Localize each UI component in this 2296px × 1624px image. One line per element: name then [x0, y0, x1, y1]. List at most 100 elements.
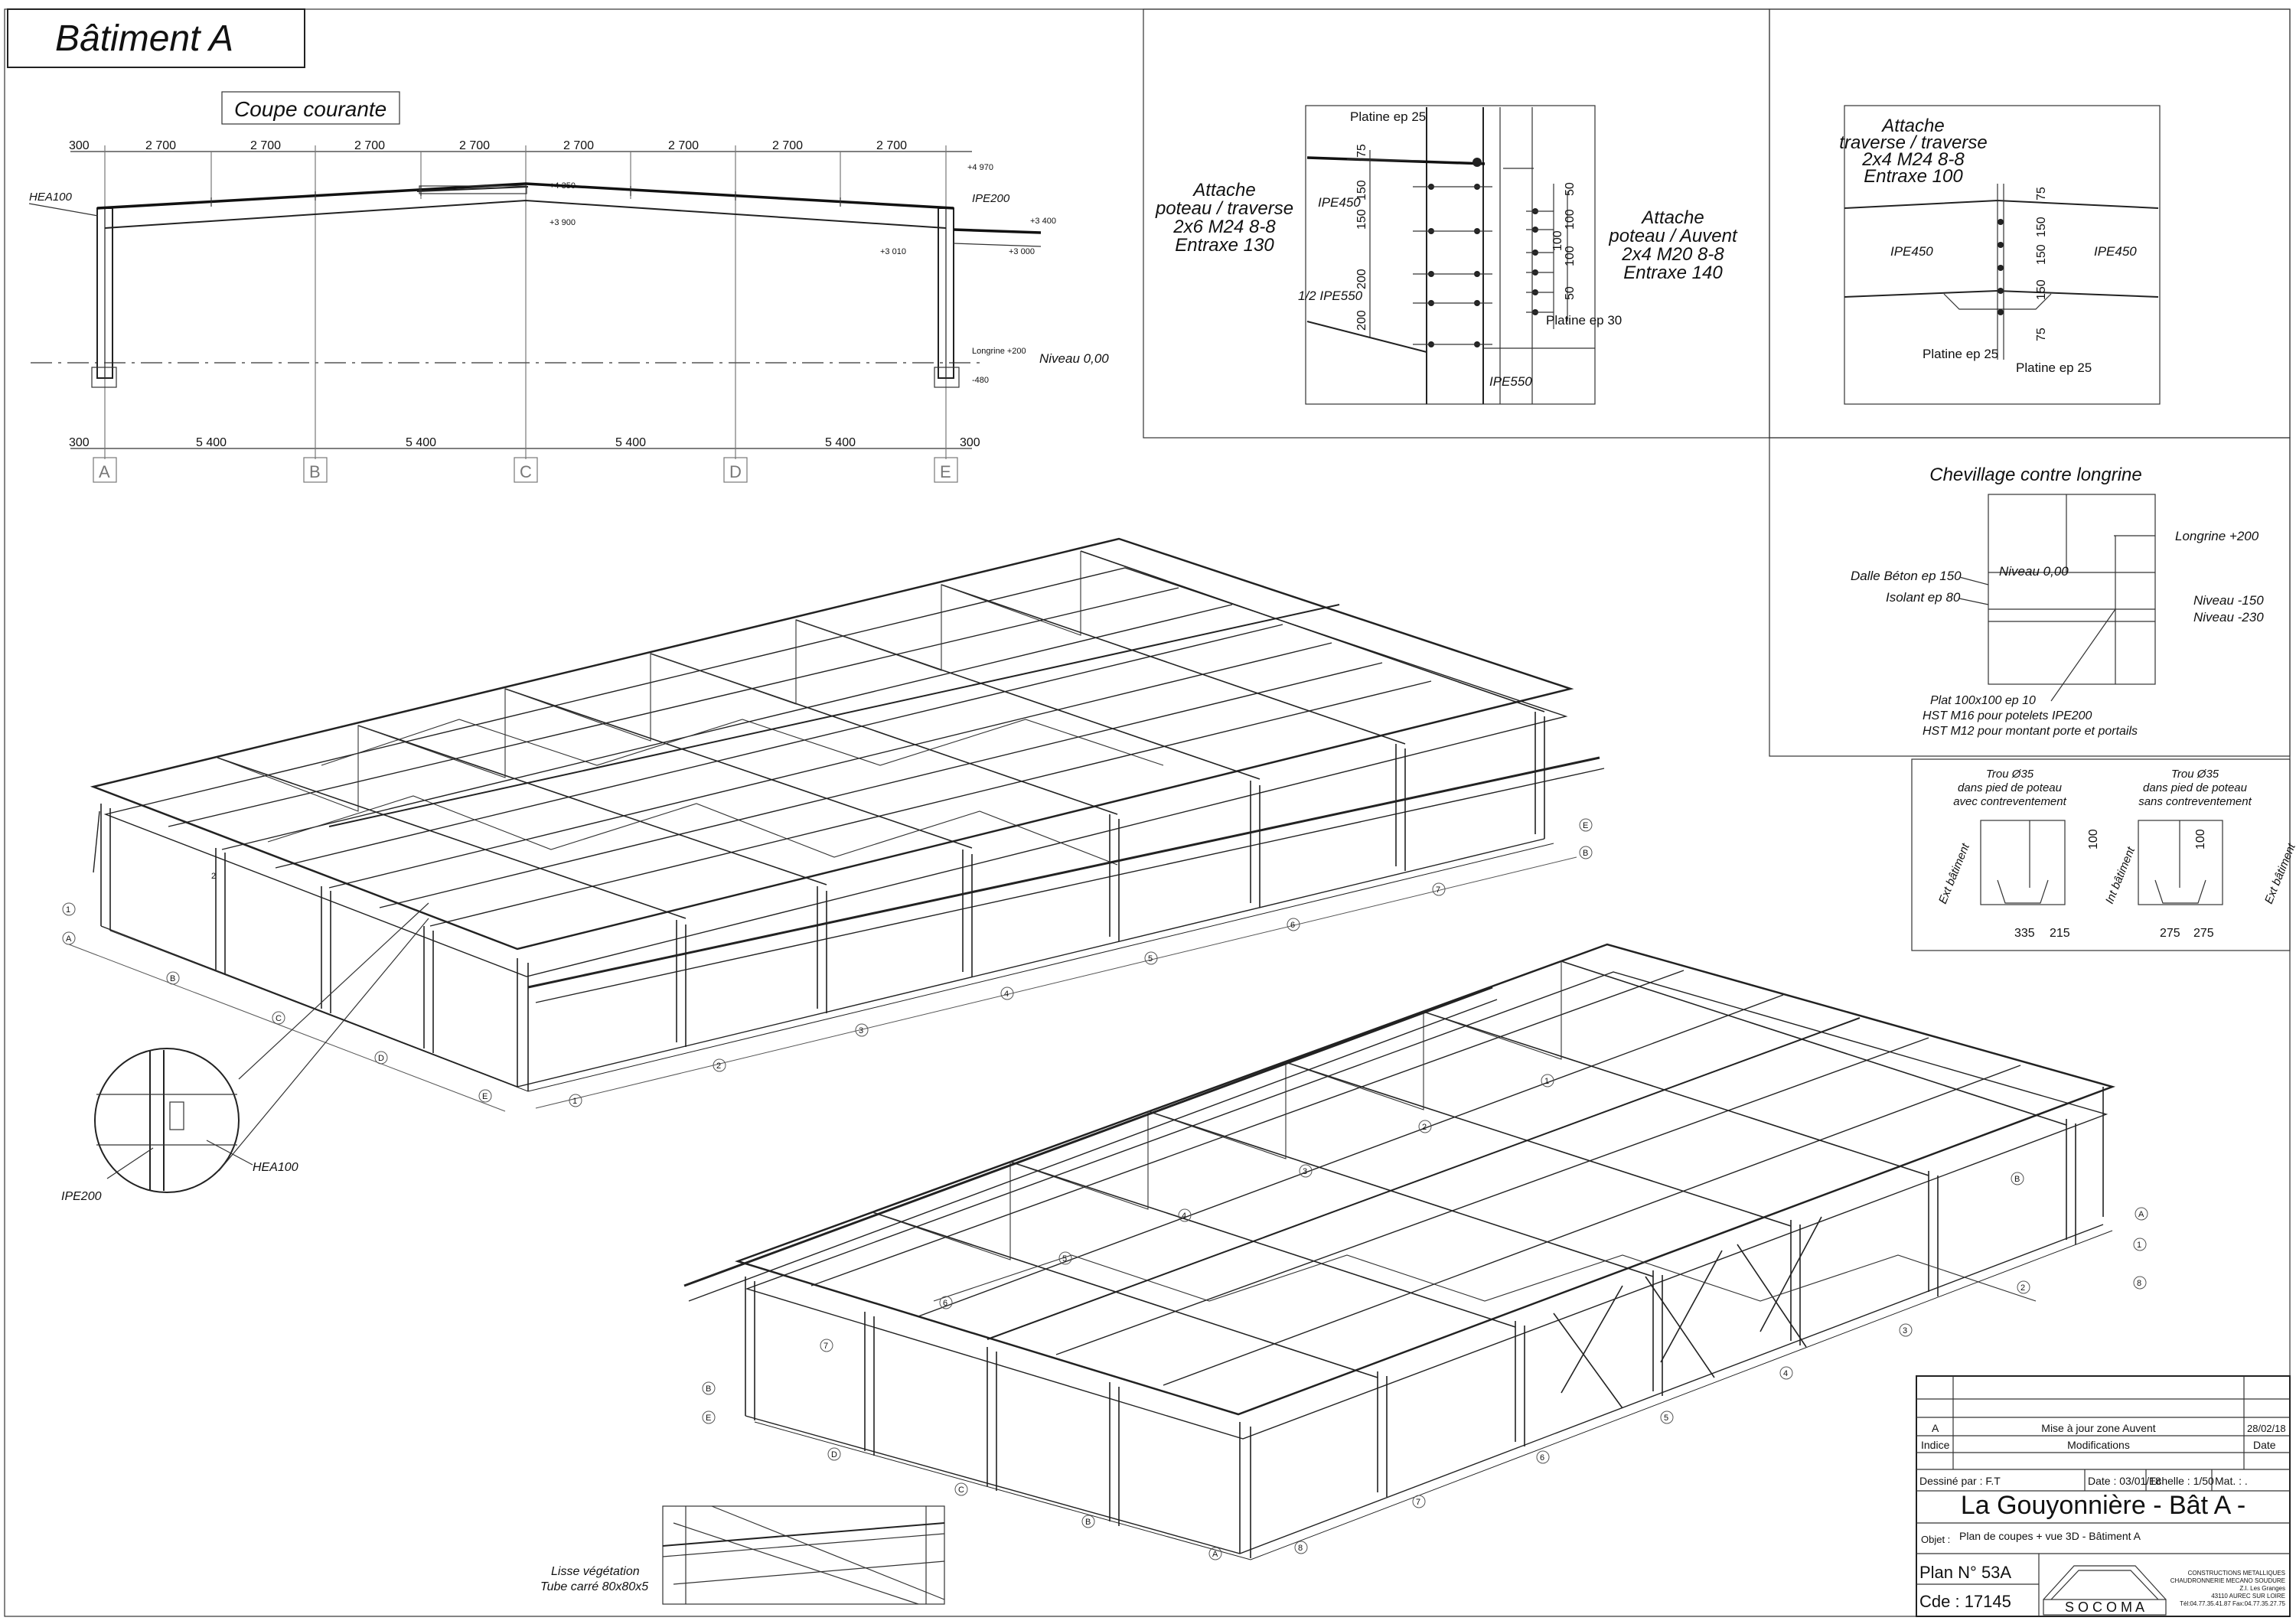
- iso2-m23: 8: [2137, 1279, 2141, 1288]
- d1-ipe550: IPE550: [1489, 374, 1532, 389]
- iso1-m1: A: [66, 934, 72, 944]
- d3-longrine: Longrine +200: [2175, 529, 2259, 543]
- iso1-m10: 5: [1148, 954, 1153, 964]
- level-3000: +3 000: [1009, 247, 1035, 256]
- dim-bot-3: 5 400: [615, 436, 646, 449]
- d1-left-l2: poteau / traverse: [1155, 198, 1293, 219]
- d1-dim-r-1: 100: [1564, 209, 1577, 230]
- d4-right-l3: sans contreventement: [2138, 795, 2252, 808]
- iso2-m18: 3: [1903, 1326, 1907, 1335]
- d4-int: Int bâtiment: [2103, 845, 2138, 906]
- d3-hst16: HST M16 pour potelets IPE200: [1923, 709, 2092, 722]
- iso1-m8: 3: [859, 1026, 863, 1035]
- level-4970: +4 970: [967, 163, 993, 172]
- company-line-3: 43110 AUREC SUR LOIRE: [2211, 1593, 2285, 1600]
- d2-dim-0: 75: [2035, 187, 2048, 201]
- iso2-m9: D: [831, 1450, 837, 1459]
- dim-top-4: 2 700: [459, 139, 490, 152]
- dim-bot-0: 300: [69, 436, 90, 449]
- d4-left-l1: Trou Ø35: [1986, 768, 2034, 781]
- d1-right-l3: 2x4 M20 8-8: [1621, 244, 1724, 265]
- iso1-m14: B: [1583, 849, 1588, 858]
- axis-label-a: A: [99, 462, 110, 481]
- d2-dim-2: 150: [2035, 244, 2048, 265]
- company-line-2: Z.I. Les Granges: [2239, 1585, 2285, 1592]
- d2-platine-left: Platine ep 25: [1923, 347, 1998, 361]
- d1-platine25: Platine ep 25: [1350, 109, 1426, 124]
- d2-ipe450-right: IPE450: [2094, 244, 2137, 259]
- d1-dim-l-0: 75: [1355, 144, 1368, 158]
- label-minus480: -480: [972, 376, 989, 385]
- dim-top-5: 2 700: [563, 139, 594, 152]
- iso2-m20: 1: [2137, 1241, 2141, 1250]
- sheet-title: Bâtiment A: [55, 18, 233, 59]
- d4-dim-l-1: 215: [2050, 927, 2070, 940]
- iso2-m3: 4: [1182, 1211, 1186, 1221]
- iso1-m4: D: [378, 1054, 384, 1063]
- dim-bot-4: 5 400: [825, 436, 856, 449]
- iso1-m11: 6: [1290, 921, 1295, 930]
- objet: Plan de coupes + vue 3D - Bâtiment A: [1959, 1530, 2141, 1542]
- hdr-modif: Modifications: [2067, 1439, 2130, 1451]
- rev-desc: Mise à jour zone Auvent: [2041, 1422, 2156, 1434]
- company-line-1: CHAUDRONNERIE MECANO SOUDURE: [2170, 1577, 2285, 1584]
- d1-right-l4: Entraxe 140: [1623, 263, 1723, 283]
- zoom-detail: IPE200 HEA100: [61, 902, 429, 1203]
- lisse-label-1: Lisse végétation: [551, 1565, 640, 1578]
- d4-d100a: 100: [2087, 829, 2100, 850]
- iso2-m5: 6: [943, 1299, 947, 1308]
- iso1-m6: 1: [572, 1097, 577, 1106]
- d2-dim-3: 150: [2035, 279, 2048, 300]
- dim-top-1: 2 700: [145, 139, 176, 152]
- drawn-by: Dessiné par : F.T: [1919, 1475, 2001, 1487]
- title-box: [7, 8, 305, 68]
- d1-left-l1: Attache: [1192, 180, 1255, 201]
- rev-index: A: [1932, 1422, 1939, 1434]
- iso1-m13: E: [1583, 821, 1588, 830]
- d4-ext1: Ext bâtiment: [1936, 841, 1972, 905]
- axis-label-c: C: [520, 462, 532, 481]
- iso1-m2: B: [170, 974, 175, 983]
- objet-label: Objet :: [1921, 1534, 1950, 1545]
- d1-dim-r-3: 100: [1564, 246, 1577, 266]
- order-number: Cde : 17145: [1919, 1592, 2011, 1611]
- iso2-m15: 6: [1540, 1453, 1544, 1463]
- d4-dim-r-0: 275: [2160, 927, 2180, 940]
- detail-chevillage: Chevillage contre longrine Longrine +200…: [1769, 437, 2291, 757]
- company-line-0: CONSTRUCTIONS METALLIQUES: [2188, 1570, 2285, 1577]
- d3-isolant: Isolant ep 80: [1886, 590, 1961, 605]
- d4-dim-l-0: 335: [2014, 927, 2035, 940]
- lisse-label-2: Tube carré 80x80x5: [540, 1580, 648, 1593]
- iso2-m6: 7: [823, 1342, 828, 1351]
- iso1-m3: C: [276, 1014, 282, 1023]
- iso1-m5: E: [482, 1092, 488, 1101]
- iso2-m2: 3: [1303, 1167, 1307, 1176]
- iso2-m22: B: [2014, 1175, 2020, 1184]
- iso1-m0: 1: [66, 905, 70, 915]
- iso1-m15: 2: [211, 872, 216, 881]
- hdr-indice: Indice: [1921, 1439, 1950, 1451]
- d4-dim-r-1: 275: [2193, 927, 2214, 940]
- d1-dim-r-2: 100: [1551, 230, 1564, 251]
- iso1-m12: 7: [1436, 885, 1440, 895]
- section-title: Coupe courante: [234, 97, 386, 121]
- zoom-ipe200: IPE200: [61, 1190, 102, 1203]
- d3-niv150: Niveau -150: [2193, 593, 2264, 608]
- dim-bot-5: 300: [960, 436, 980, 449]
- zoom-hea100: HEA100: [253, 1161, 298, 1174]
- d1-platine30: Platine ep 30: [1546, 313, 1622, 328]
- iso2-m16: 5: [1664, 1414, 1668, 1423]
- company-name: S O C O M A: [2065, 1600, 2144, 1615]
- d2-dim-4: 75: [2035, 328, 2048, 341]
- dim-top-3: 2 700: [354, 139, 385, 152]
- d1-half-ipe550: 1/2 IPE550: [1298, 289, 1363, 303]
- d2-title-l2: traverse / traverse: [1839, 132, 1987, 153]
- d4-d100b: 100: [2194, 829, 2207, 850]
- iso2-m12: A: [1212, 1550, 1218, 1559]
- level-3900: +3 900: [550, 218, 576, 227]
- iso1-m9: 4: [1004, 990, 1009, 999]
- label-hea100: HEA100: [29, 191, 73, 204]
- iso2-m7: B: [706, 1384, 711, 1394]
- axis-label-b: B: [309, 462, 321, 481]
- d1-left-l3: 2x6 M24 8-8: [1172, 217, 1276, 237]
